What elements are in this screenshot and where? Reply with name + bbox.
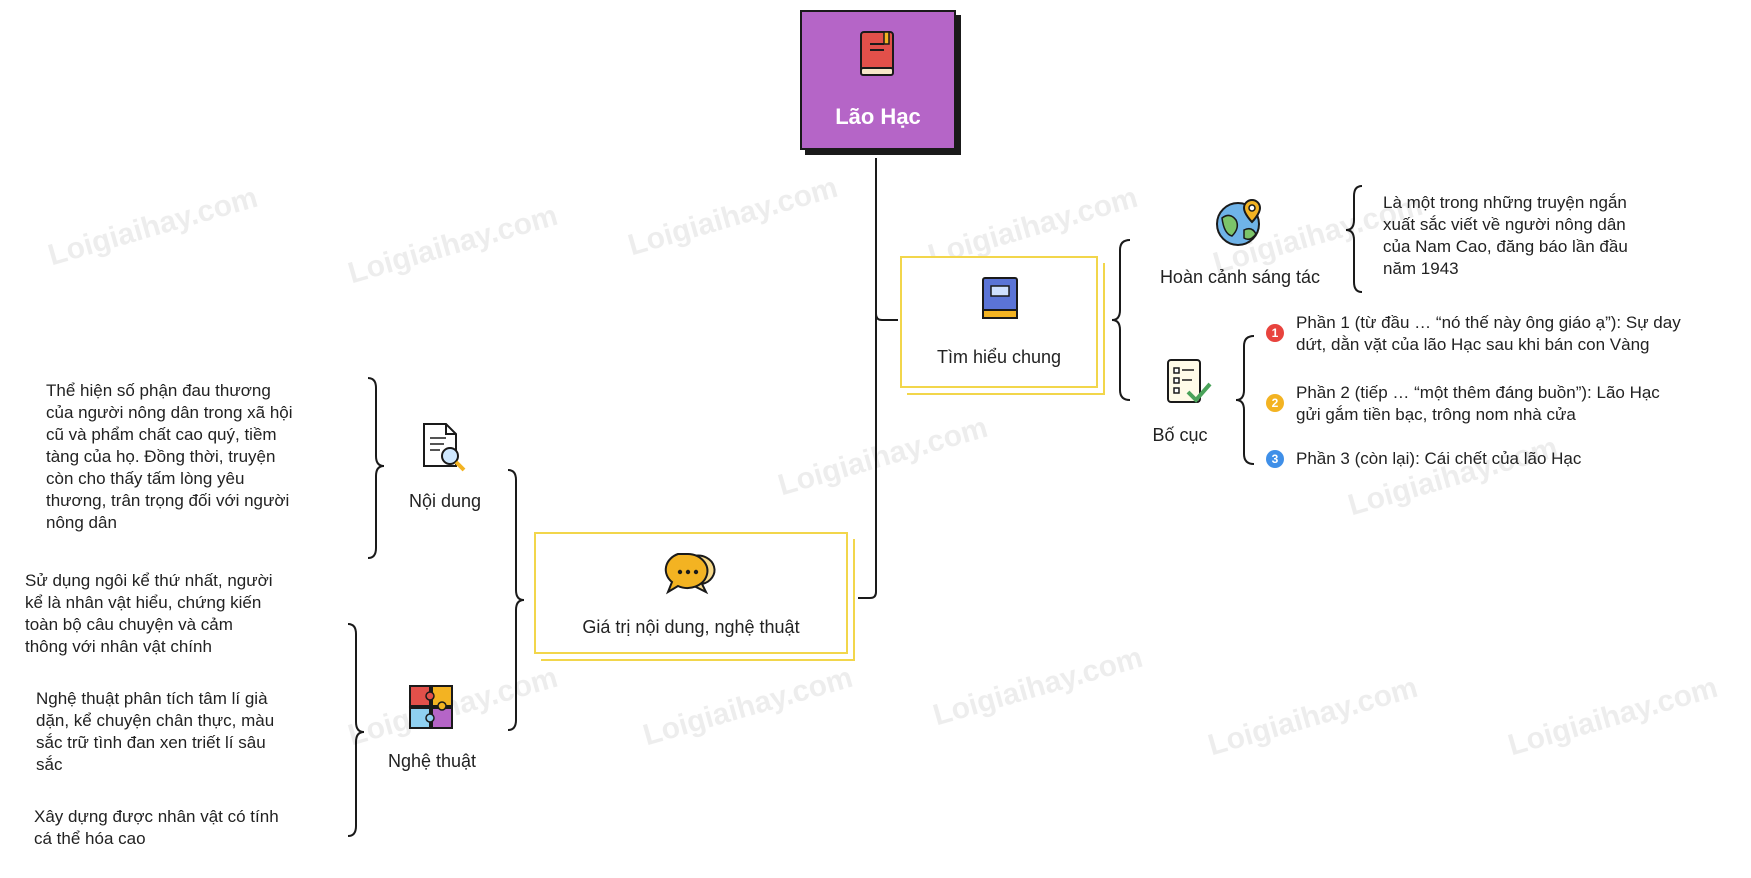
- root-node[interactable]: Lão Hạc: [800, 10, 956, 150]
- art-item-2: Nghệ thuật phân tích tâm lí già dặn, kể …: [36, 689, 275, 774]
- book-stack-icon: [982, 277, 1018, 319]
- part-1-text: Phần 1 (từ đầu … “nó thế này ông giáo ạ”…: [1296, 313, 1681, 354]
- layout-label: Bố cục: [1152, 425, 1208, 445]
- part-2-text: Phần 2 (tiếp … “một thêm đáng buồn”): Lã…: [1296, 383, 1660, 424]
- art-item-3: Xây dựng được nhân vật có tính cá thể hó…: [34, 807, 279, 848]
- content-text: Thể hiện số phận đau thương của người nô…: [46, 381, 293, 532]
- art-label: Nghệ thuật: [387, 751, 477, 771]
- node-general-label: Tìm hiểu chung: [936, 347, 1062, 367]
- circumstance-text: Là một trong những truyện ngắn xuất sắc …: [1383, 193, 1628, 278]
- part-number-badge: 3: [1266, 450, 1284, 468]
- trunk-line: [858, 158, 877, 599]
- document-search-icon: [423, 423, 466, 472]
- branch-line-general: [875, 313, 898, 321]
- book-icon: [860, 31, 894, 76]
- root-title: Lão Hạc: [835, 104, 921, 129]
- node-general[interactable]: Tìm hiểu chung: [900, 256, 1098, 388]
- checklist-icon: [1167, 359, 1212, 403]
- brace-content: [367, 377, 385, 559]
- brace-circumstance: [1345, 185, 1363, 293]
- globe-pin-icon: [1216, 198, 1262, 246]
- brace-art: [347, 623, 365, 837]
- chat-bubbles-icon: [664, 553, 716, 595]
- part-3-text: Phần 3 (còn lại): Cái chết của lão Hạc: [1296, 449, 1582, 468]
- brace-values: [507, 469, 525, 731]
- node-values[interactable]: Giá trị nội dung, nghệ thuật: [534, 532, 848, 654]
- content-label: Nội dung: [408, 491, 482, 511]
- brace-general: [1111, 239, 1131, 401]
- art-item-1: Sử dụng ngôi kể thứ nhất, người kể là nh…: [25, 571, 273, 656]
- brace-layout: [1235, 335, 1255, 465]
- part-number-badge: 2: [1266, 394, 1284, 412]
- circumstance-label: Hoàn cảnh sáng tác: [1159, 267, 1321, 287]
- part-number-badge: 1: [1266, 324, 1284, 342]
- puzzle-icon: [409, 685, 453, 729]
- node-values-label: Giá trị nội dung, nghệ thuật: [582, 617, 800, 637]
